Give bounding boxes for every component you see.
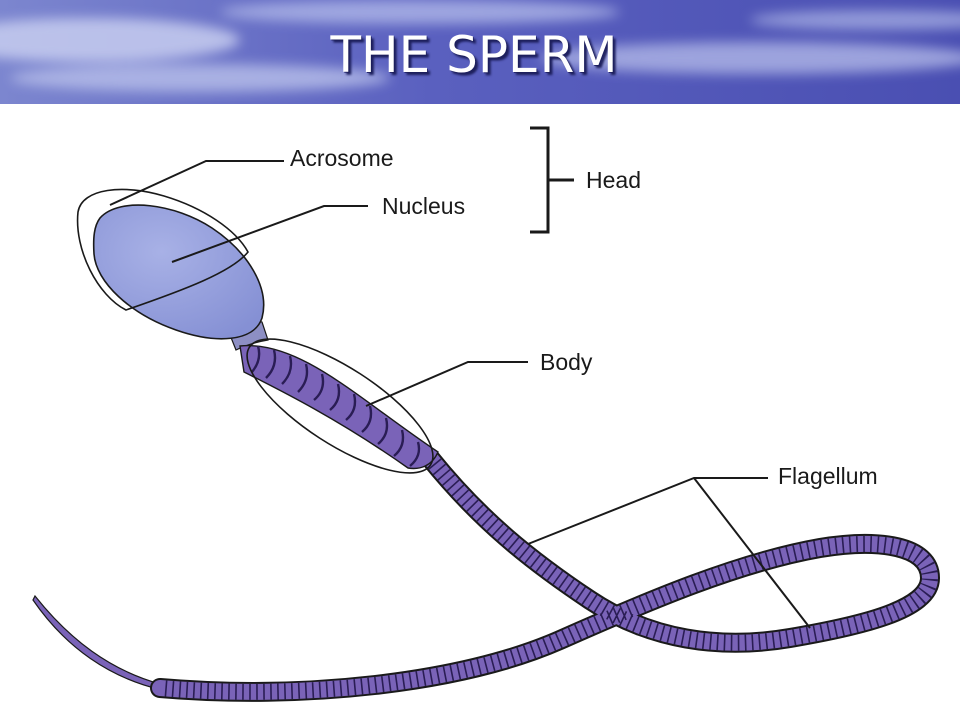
head-bracket <box>530 126 574 234</box>
acrosome-label: Acrosome <box>290 145 394 171</box>
flagellum-leader-2 <box>693 477 811 629</box>
body-outline <box>246 338 434 474</box>
acrosome-outline <box>76 188 249 311</box>
sky-background <box>0 0 960 104</box>
page-title: THE SPERM <box>330 26 618 84</box>
leader-lines <box>109 160 811 629</box>
body-leader <box>365 361 528 407</box>
flagellum-fill <box>152 450 939 700</box>
nucleus-shape <box>92 204 265 340</box>
acrosome-leader <box>109 160 284 206</box>
flagellum-leader-1 <box>527 477 768 545</box>
midpiece <box>239 344 439 470</box>
head-label: Head <box>586 167 641 193</box>
diagram-canvas: Acrosome Nucleus Head Body Flagellum <box>32 126 941 702</box>
nucleus-leader <box>171 205 368 263</box>
nucleus-label: Nucleus <box>382 193 465 219</box>
tail-end <box>32 594 163 691</box>
flagellum-label: Flagellum <box>778 463 878 489</box>
title-banner: THE SPERM <box>0 0 960 104</box>
midpiece-spirals <box>251 345 421 467</box>
sperm-diagram: Acrosome Nucleus Head Body Flagellum <box>0 104 960 720</box>
body-label: Body <box>540 349 593 375</box>
